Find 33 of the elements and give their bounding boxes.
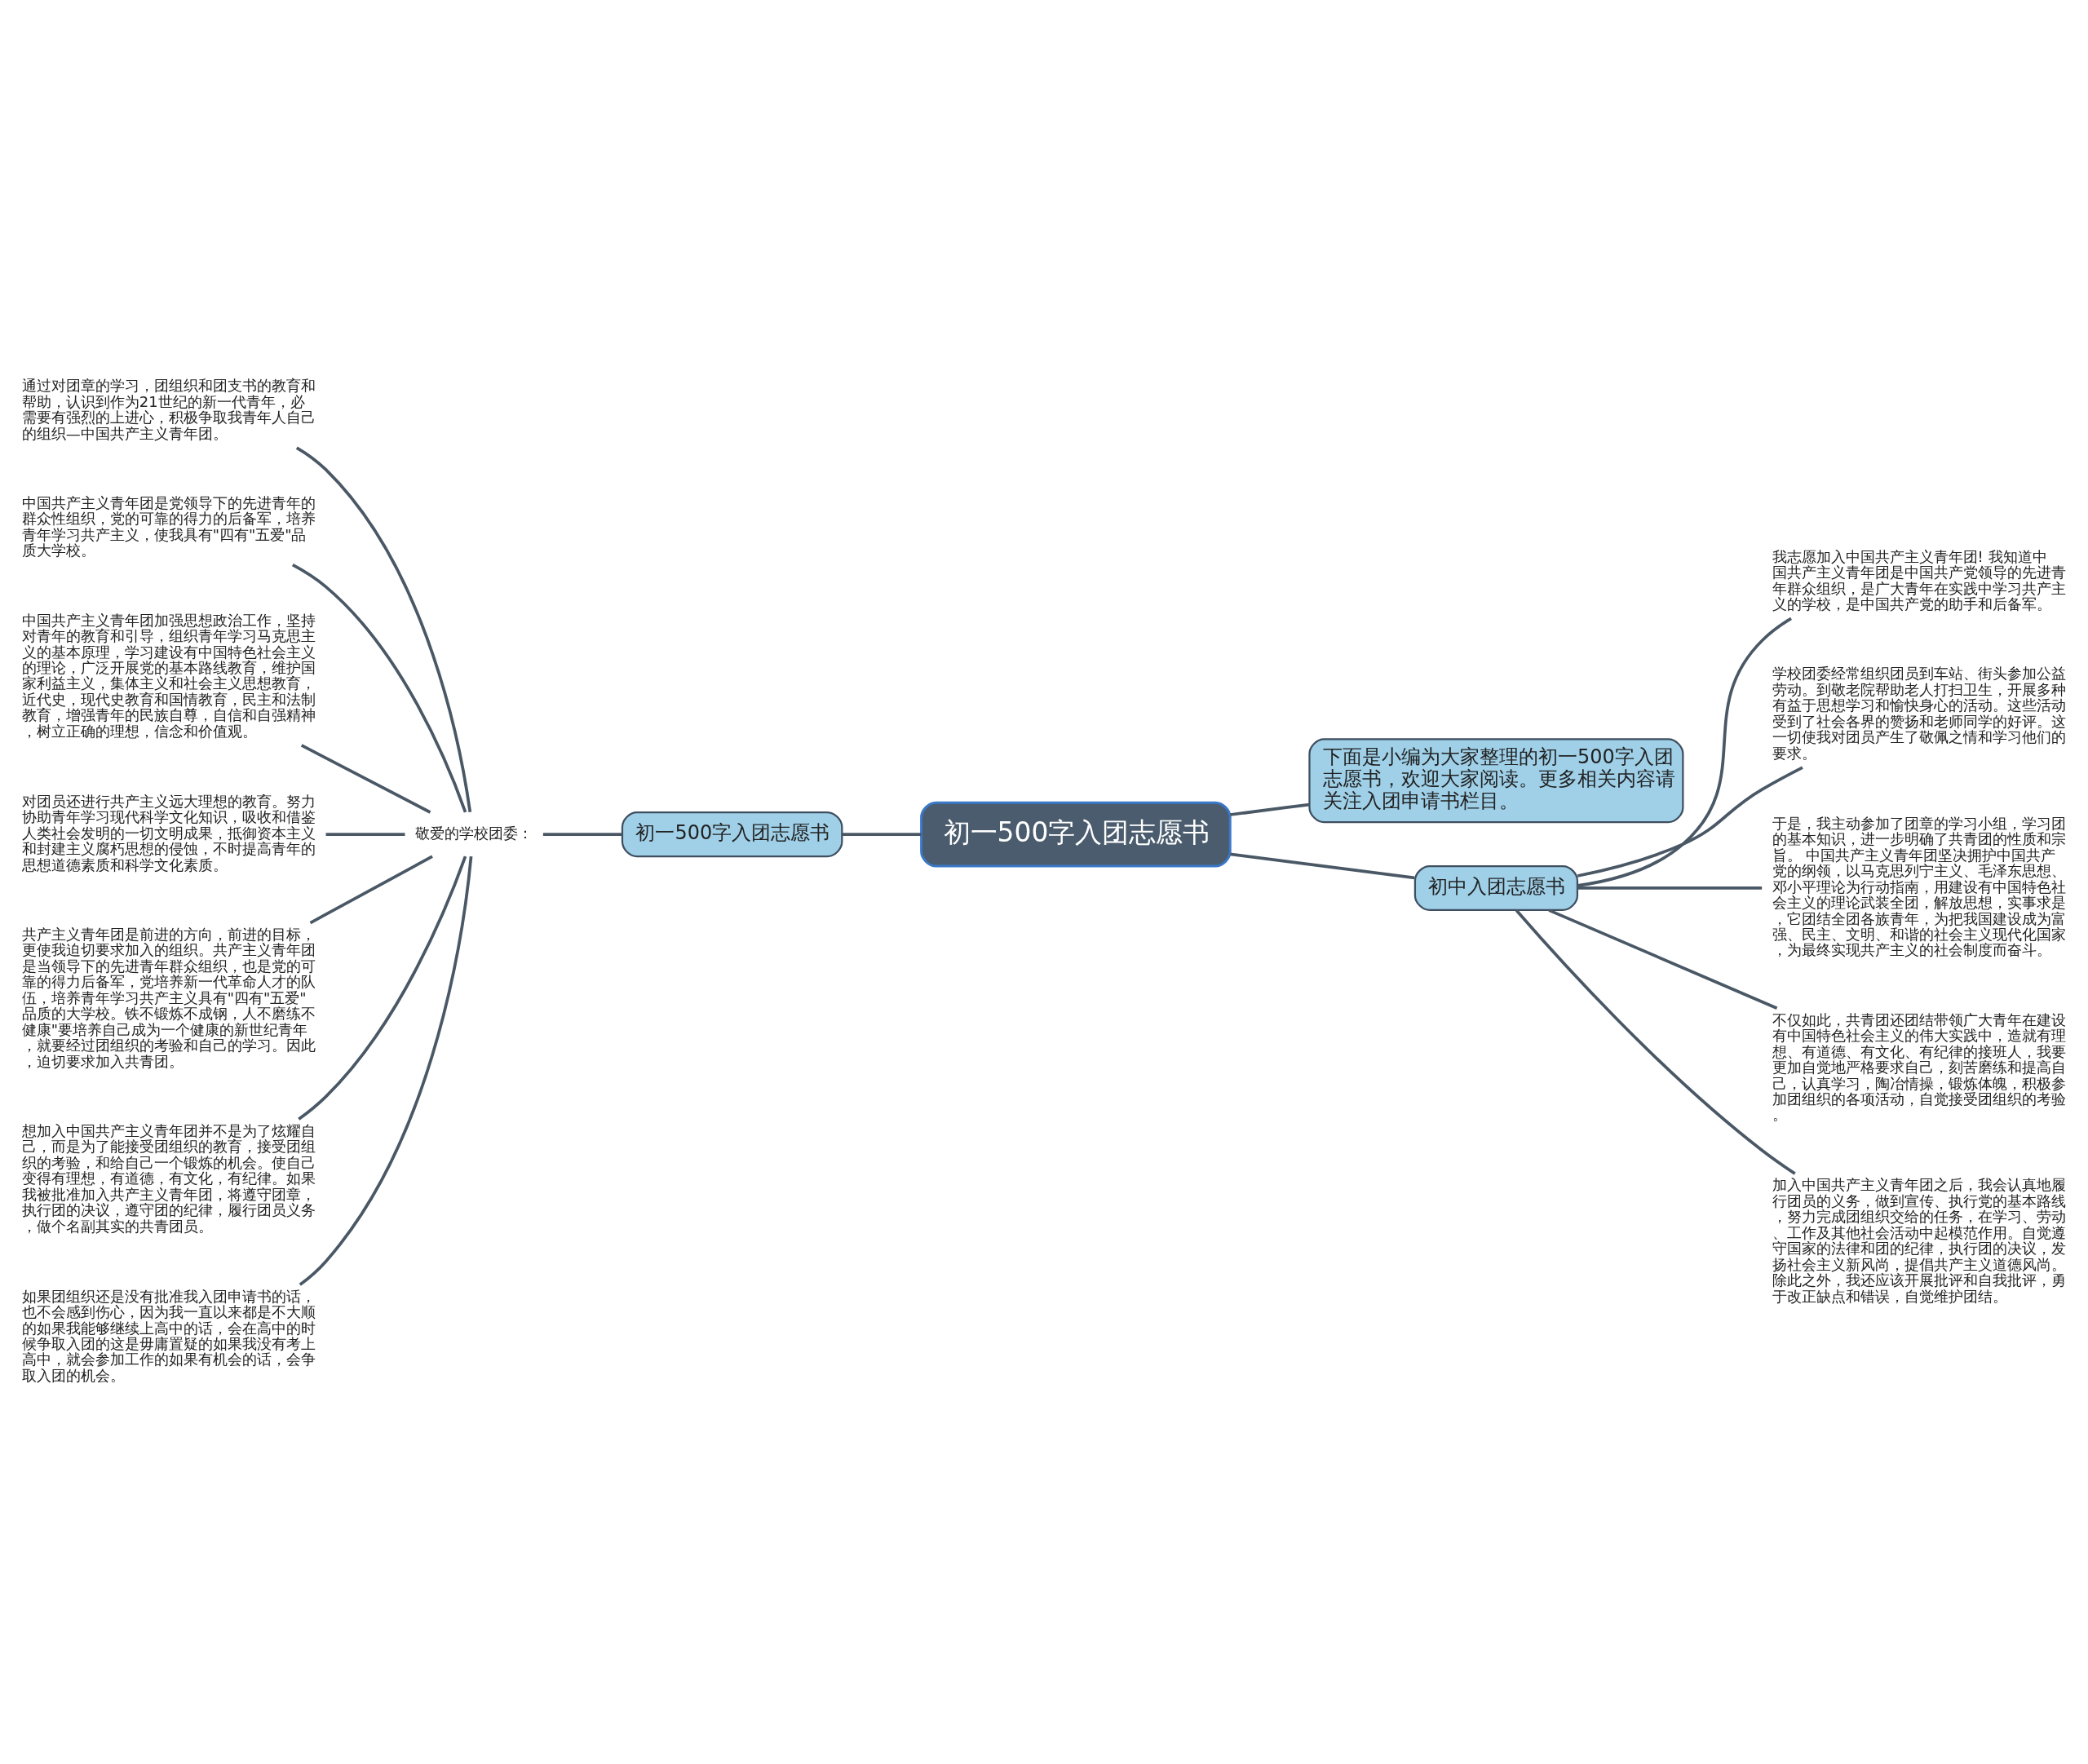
- connector: [299, 855, 473, 1286]
- connector: [295, 446, 472, 813]
- node-text: 通过对团章的学习，团组织和团支书的教育和帮助，认识到作为21世纪的新一代青年，必需要有强烈的上进心，积极争取我青年人自己的组织—中国共产主义青年团。: [21, 377, 316, 442]
- connector: [542, 833, 622, 836]
- node-text: 于是，我主动参加了团章的学习小组，学习团的基本知识，进一步明确了共青团的性质和宗旨。 中国共产主义青年团坚决拥护中国共产党的纲领，以马克思列宁主义、毛泽东思想、邓小平理论为行动指南，用建设有中国特色社会主义的理论武装全团，解放思想，实事求是，它团结全团各族青年，为把我国建设成为富强、民主、文明、和谐的社会主义现代化国家，为最终实现共产主义的社会制度而奋斗。: [1772, 814, 2066, 959]
- node-text: 共产主义青年团是前进的方向，前进的目标，更使我迫切要求加入的组织。共产主义青年团是当领导下的先进青年群众组织，也是党的可靠的得力后备军，党培养新一代革命人才的队伍，培养青年学习共产主义具有"四有"五爱"品质的大学校。铁不锻炼不成钢，人不磨练不健康"要培养自己成为一个健康的新世纪青年，就要经过团组织的考验和自己的学习。因此，迫切要求加入共青团。: [21, 925, 316, 1070]
- node-box: 下面是小编为大家整理的初一500字入团志愿书，欢迎大家阅读。更多相关内容请关注入团申请书栏目。: [1308, 738, 1684, 824]
- node-text: 敬爱的学校团委：: [414, 824, 533, 842]
- connector: [1230, 802, 1310, 816]
- connector: [1577, 886, 1763, 890]
- connector: [1577, 617, 1793, 887]
- connector: [1515, 909, 1796, 1175]
- node-text: 如果团组织还是没有批准我入团申请书的话，也不会感到伤心，因为我一直以来都是不大顺的如果我能够继续上高中的话，会在高中的时候争取入团的这是毋庸置疑的如果我没有考上高中，就会参加工作的如果有机会的话，会争取入团的机会。: [21, 1287, 316, 1384]
- node-box: 初一500字入团志愿书: [621, 811, 843, 858]
- node-box: 初中入团志愿书: [1413, 864, 1579, 912]
- node-text: 想加入中国共产主义青年团并不是为了炫耀自己，而是为了能接受团组织的教育，接受团组织的考验，和给自己一个锻炼的机会。使自己变得有理想，有道德，有文化，有纪律。如果我被批准加入共产主义青年团，将遵守团章，执行团的决议，遵守团的纪律，履行团员义务，做个名副其实的共青团员。: [21, 1121, 316, 1235]
- connector: [325, 833, 405, 836]
- connector: [291, 564, 467, 813]
- node-text: 学校团委经常组织团员到车站、街头参加公益劳动。到敬老院帮助老人打扫卫生，开展多种有益于思想学习和愉快身心的活动。这些活动受到了社会各界的赞扬和老师同学的好评。这一切使我对团员产生了敬佩之情和学习他们的要求。: [1772, 665, 2066, 762]
- connector: [842, 833, 922, 836]
- node-text: 我志愿加入中国共产主义青年团! 我知道中国共产主义青年团是中国共产党领导的先进青年群众组织，是广大青年在实践中学习共产主义的学校，是中国共产党的助手和后备军。: [1772, 547, 2066, 613]
- node-text: 加入中国共产主义青年团之后，我会认真地履行团员的义务，做到宣传、执行党的基本路线，努力完成团组织交给的任务，在学习、劳动、工作及其他社会活动中起模范作用。自觉遵守国家的法律和团的纪律，执行团的决议，发扬社会主义新风尚，提倡共产主义道德风尚。除此之外，我还应该开展批评和自我批评，勇于改正缺点和错误，自觉维护团结。: [1772, 1176, 2066, 1305]
- connector: [1577, 766, 1803, 878]
- node-text: 不仅如此，共青团还团结带领广大青年在建设有中国特色社会主义的伟大实践中，造就有理想、有道德、有文化、有纪律的接班人，我要更加自觉地严格要求自己，刻苦磨练和提高自己，认真学习，陶冶情操，锻炼体魄，积极参加团组织的各项活动，自觉接受团组织的考验。: [1772, 1010, 2066, 1124]
- connector: [1548, 909, 1778, 1010]
- node-text: 中国共产主义青年团加强思想政治工作，坚持对青年的教育和引导，组织青年学习马克思主义的基本原理，学习建设有中国特色社会主义的理论，广泛开展党的基本路线教育，维护国家利益主义，集体主义和社会主义思想教育，近代史，现代史教育和国情教育，民主和法制教育，增强青年的民族自尊，自信和自强精神，树立正确的理想，信念和价值观。: [21, 611, 316, 740]
- connector: [300, 744, 431, 814]
- node-text: 对团员还进行共产主义远大理想的教育。努力协助青年学习现代科学文化知识，吸收和借鉴人类社会发明的一切文明成果，抵御资本主义和封建主义腐朽思想的侵蚀，不时提高青年的思想道德素质和科学文化素质。: [21, 792, 316, 873]
- node-box: 初一500字入团志愿书: [920, 801, 1232, 868]
- node-text: 中国共产主义青年团是党领导下的先进青年的群众性组织，党的可靠的得力的后备军，培养青年学习共产主义，使我具有"四有"五爱"品质大学校。: [21, 493, 316, 559]
- connector: [298, 855, 467, 1121]
- connector: [1230, 852, 1415, 880]
- connector: [309, 855, 433, 925]
